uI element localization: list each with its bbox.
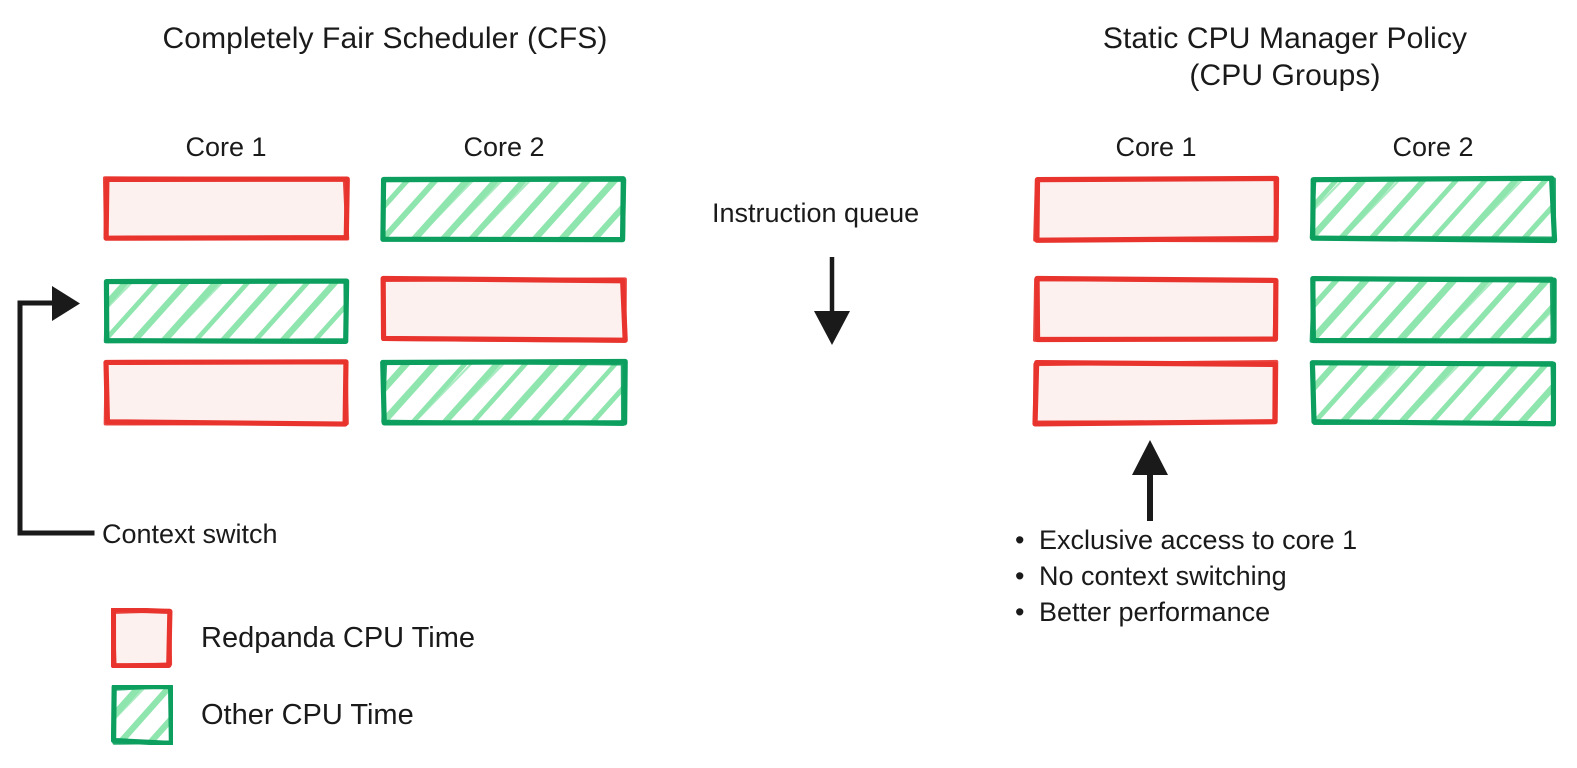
legend-swatch-redpanda-icon <box>111 608 173 668</box>
left-core-2-slot-2-redpanda <box>380 275 628 343</box>
right-panel-benefits-list: Exclusive access to core 1No context swi… <box>1015 522 1357 630</box>
exclusive-access-arrow-up-icon <box>1132 440 1168 521</box>
left-core-2-label: Core 2 <box>463 132 545 162</box>
right-core-2-slot-1-other <box>1309 175 1558 244</box>
left-core-1-label: Core 1 <box>185 132 267 162</box>
left-core-1-slot-1-redpanda <box>102 176 350 242</box>
benefit-list-item: No context switching <box>1015 558 1357 594</box>
left-panel-title: Completely Fair Scheduler (CFS) <box>162 22 608 55</box>
benefit-list-item: Better performance <box>1015 594 1357 630</box>
context-switch-arrow <box>17 286 95 536</box>
right-core-1-slot-2-redpanda <box>1032 275 1279 343</box>
right-core-2-slot-3-other <box>1309 360 1557 427</box>
legend-swatch-other-icon <box>111 685 173 745</box>
right-core-1-slot-3-redpanda <box>1032 359 1279 427</box>
right-core-1-slot-1-redpanda <box>1033 175 1280 243</box>
left-core-1-slot-2-other <box>103 277 350 345</box>
benefit-list-item: Exclusive access to core 1 <box>1015 522 1357 558</box>
left-core-2-slot-3-other <box>380 358 628 427</box>
context-switch-label: Context switch <box>102 519 278 549</box>
legend-item-redpanda: Redpanda CPU Time <box>111 608 475 668</box>
right-core-2-slot-2-other <box>1309 275 1557 344</box>
right-panel-title: Static CPU Manager Policy (CPU Groups) <box>1102 22 1468 92</box>
legend-item-other: Other CPU Time <box>111 685 414 745</box>
legend-label: Other CPU Time <box>201 699 414 731</box>
instruction-queue-label: Instruction queue <box>712 198 920 228</box>
left-core-2-slot-1-other <box>380 176 627 243</box>
right-core-2-label: Core 2 <box>1392 132 1474 162</box>
right-core-1-label: Core 1 <box>1115 132 1197 162</box>
legend-label: Redpanda CPU Time <box>201 622 476 654</box>
left-core-1-slot-3-redpanda <box>103 359 349 427</box>
instruction-queue-arrow-down-icon <box>814 257 850 345</box>
